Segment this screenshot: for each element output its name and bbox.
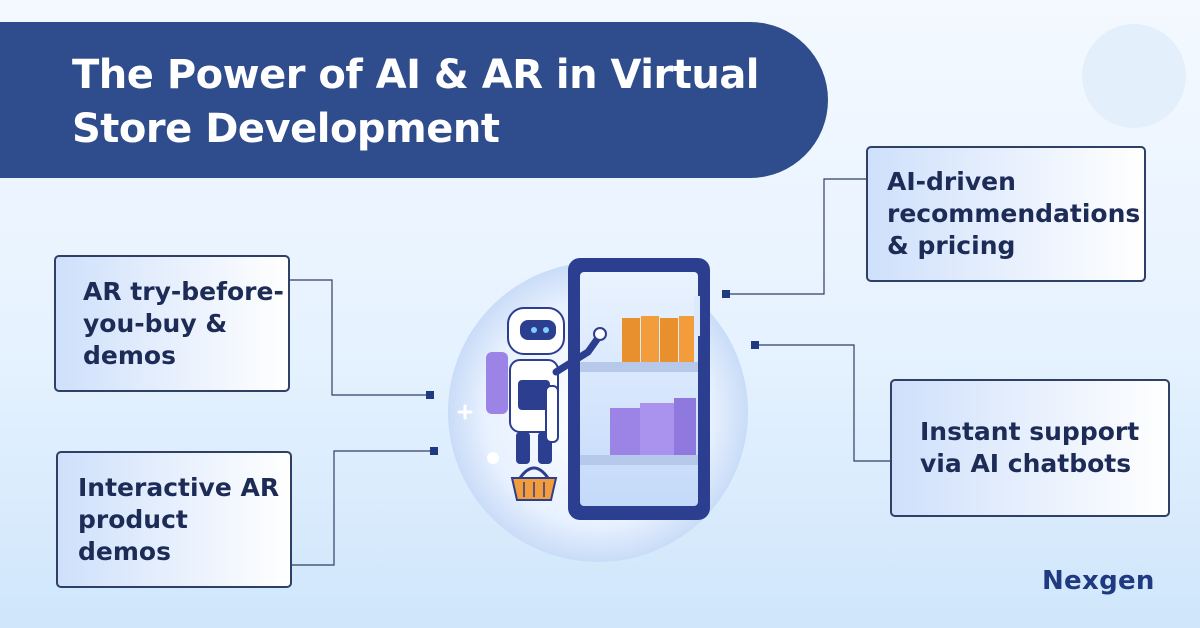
connector-ai-recommend <box>726 178 866 295</box>
shelf-orange-items <box>622 316 694 362</box>
connector-ar-try <box>290 279 430 396</box>
feature-label-support: Instant support via AI chatbots <box>920 417 1140 478</box>
shopping-basket-icon <box>510 466 558 501</box>
robot-icon <box>486 307 607 464</box>
page-title: The Power of AI & AR in Virtual Store De… <box>72 52 760 152</box>
feature-label-ai-recommend: AI-driven recommendations & pricing <box>887 167 1141 260</box>
connector-dot-ar-try <box>426 391 434 399</box>
title-banner <box>0 22 828 178</box>
feature-box-support: Instant support via AI chatbots <box>890 379 1170 517</box>
tablet-icon <box>568 258 710 520</box>
connector-dot-support <box>751 341 759 349</box>
feature-box-ar-demos: Interactive AR product demos <box>56 451 292 588</box>
feature-box-ar-try: AR try-before-you-buy & demos <box>54 255 290 392</box>
sparkle-dot <box>487 452 499 464</box>
connector-ar-demos <box>292 450 434 566</box>
feature-box-ai-recommend: AI-driven recommendations & pricing <box>866 146 1146 282</box>
connector-dot-ai-recommend <box>722 290 730 298</box>
connector-support <box>755 344 890 462</box>
feature-label-ar-demos: Interactive AR product demos <box>78 472 280 566</box>
plus-sparkle-icon <box>457 404 473 420</box>
shelf-purple-boxes <box>610 398 696 455</box>
connector-dot-ar-demos <box>430 447 438 455</box>
decorative-circle <box>1082 24 1186 128</box>
feature-label-ar-try: AR try-before-you-buy & demos <box>83 276 284 370</box>
brand-logo: Nexgen <box>1042 566 1155 596</box>
